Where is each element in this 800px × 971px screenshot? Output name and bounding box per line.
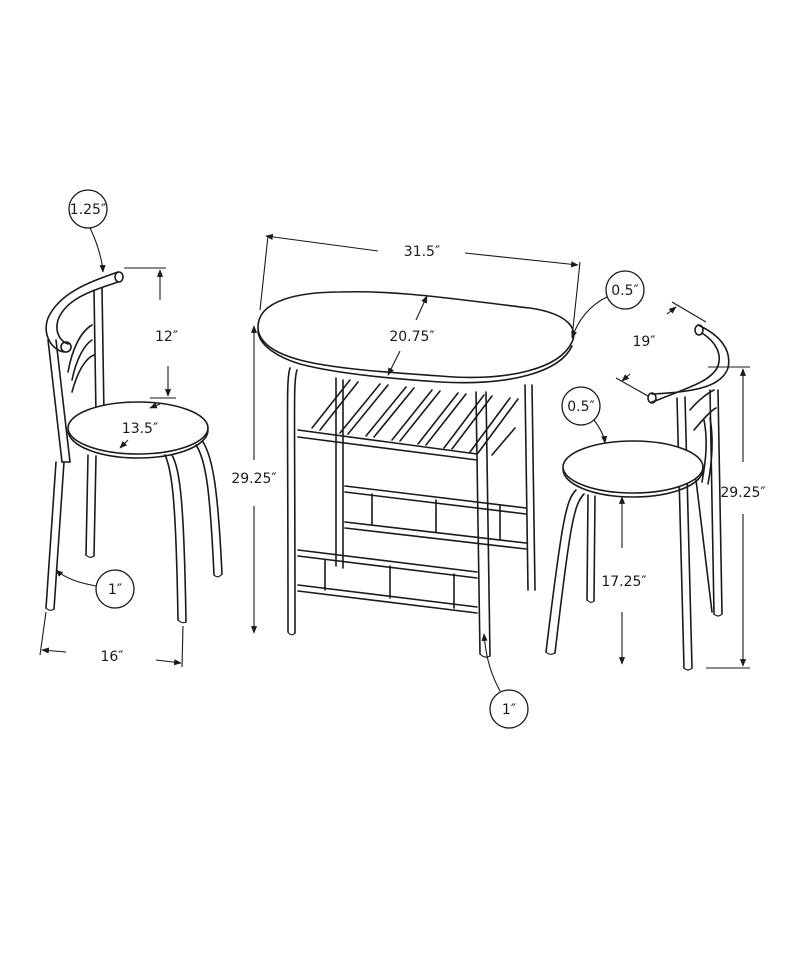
table-leg-callout-label: 1″: [502, 702, 516, 718]
table-height-label: 29.25″: [231, 471, 276, 487]
table: 31.5″ 20.75″ 29.25″ 1″: [231, 233, 581, 729]
leg-tube-callout-label: 1″: [108, 582, 122, 598]
table-width-label: 20.75″: [389, 329, 434, 345]
seat-height-label: 17.25″: [601, 574, 646, 590]
backrest-height-label: 12″: [155, 329, 178, 345]
leg-tube-callout-bubble: [95, 569, 135, 609]
chair-overall-height-label: 29.25″: [720, 485, 765, 501]
backrest-width-label: 19″: [632, 334, 655, 350]
table-length-label: 31.5″: [404, 244, 440, 260]
backrest-tube-callout-label: 1.25″: [70, 202, 106, 218]
backrest-tube-callout-bubble: [68, 189, 108, 229]
seat-thickness-callout-bubble: [561, 386, 601, 426]
left-chair: 1.25″ 12″ 13.5″ 1″ 16″: [39, 189, 223, 668]
table-edge-callout-bubble: [605, 270, 645, 310]
seat-diameter-label: 13.5″: [122, 421, 158, 437]
table-leg-callout-bubble: [489, 689, 529, 729]
footprint-width-label: 16″: [100, 649, 123, 665]
table-edge-callout-label: 0.5″: [611, 283, 639, 299]
right-chair: 0.5″ 0.5″ 19″ 29.25″ 17.25″: [545, 270, 766, 671]
seat-thickness-callout-label: 0.5″: [567, 399, 595, 415]
